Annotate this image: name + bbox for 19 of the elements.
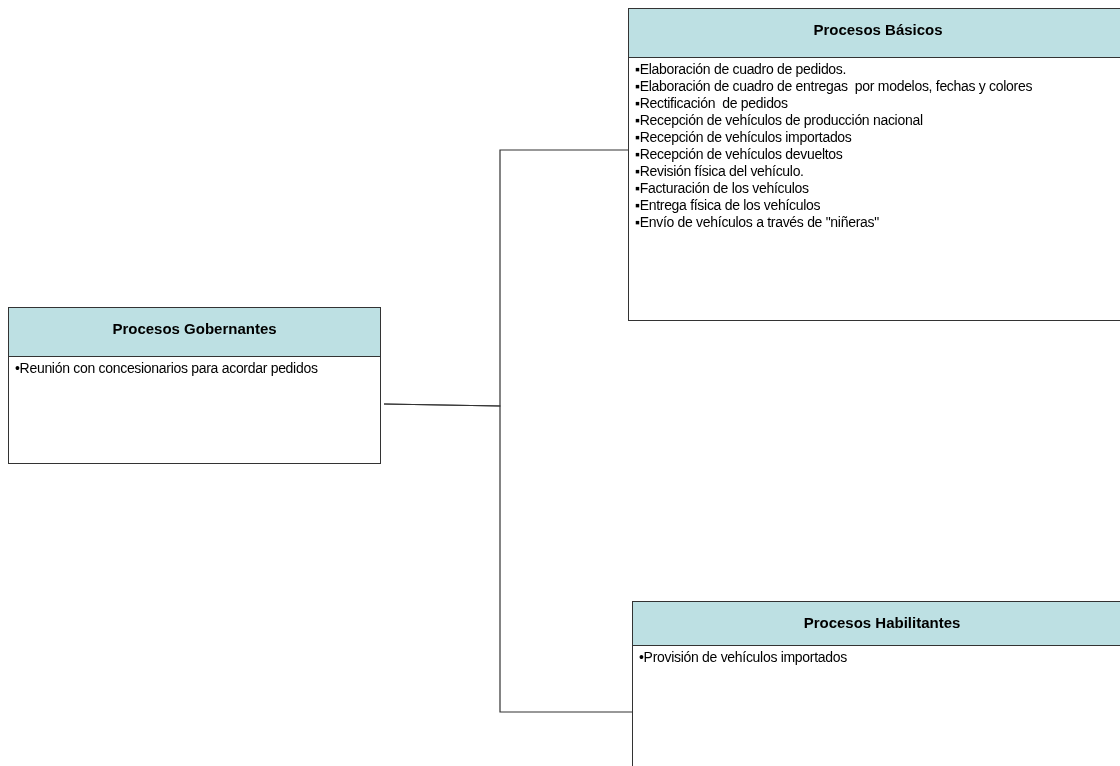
list-item: ▪Elaboración de cuadro de pedidos.	[635, 61, 847, 78]
list-item: ▪Envío de vehículos a través de "niñeras"	[635, 214, 879, 231]
list-item: ▪Elaboración de cuadro de entregas por modelos, fechas y colores	[635, 78, 1033, 95]
process-card	[8, 307, 381, 464]
list-item: ▪Recepción de vehículos importados	[635, 129, 852, 146]
list-item: •Reunión con concesionarios para acordar pedidos	[15, 360, 318, 377]
connector-line	[383, 403, 633, 713]
process-card	[632, 601, 1120, 766]
list-item: ▪Entrega física de los vehículos	[635, 197, 821, 214]
list-item: ▪Revisión física del vehículo.	[635, 163, 804, 180]
card-heading: Procesos Básicos	[813, 21, 943, 38]
process-card	[628, 8, 1120, 321]
list-item: •Provisión de vehículos importados	[639, 649, 847, 666]
list-item: ▪Rectificación de pedidos	[635, 95, 788, 112]
list-item: ▪Recepción de vehículos de producción nacional	[635, 112, 923, 129]
list-item: ▪Recepción de vehículos devueltos	[635, 146, 843, 163]
card-heading: Procesos Gobernantes	[112, 320, 277, 337]
card-heading: Procesos Habilitantes	[803, 614, 961, 631]
list-item: ▪Facturación de los vehículos	[635, 180, 809, 197]
